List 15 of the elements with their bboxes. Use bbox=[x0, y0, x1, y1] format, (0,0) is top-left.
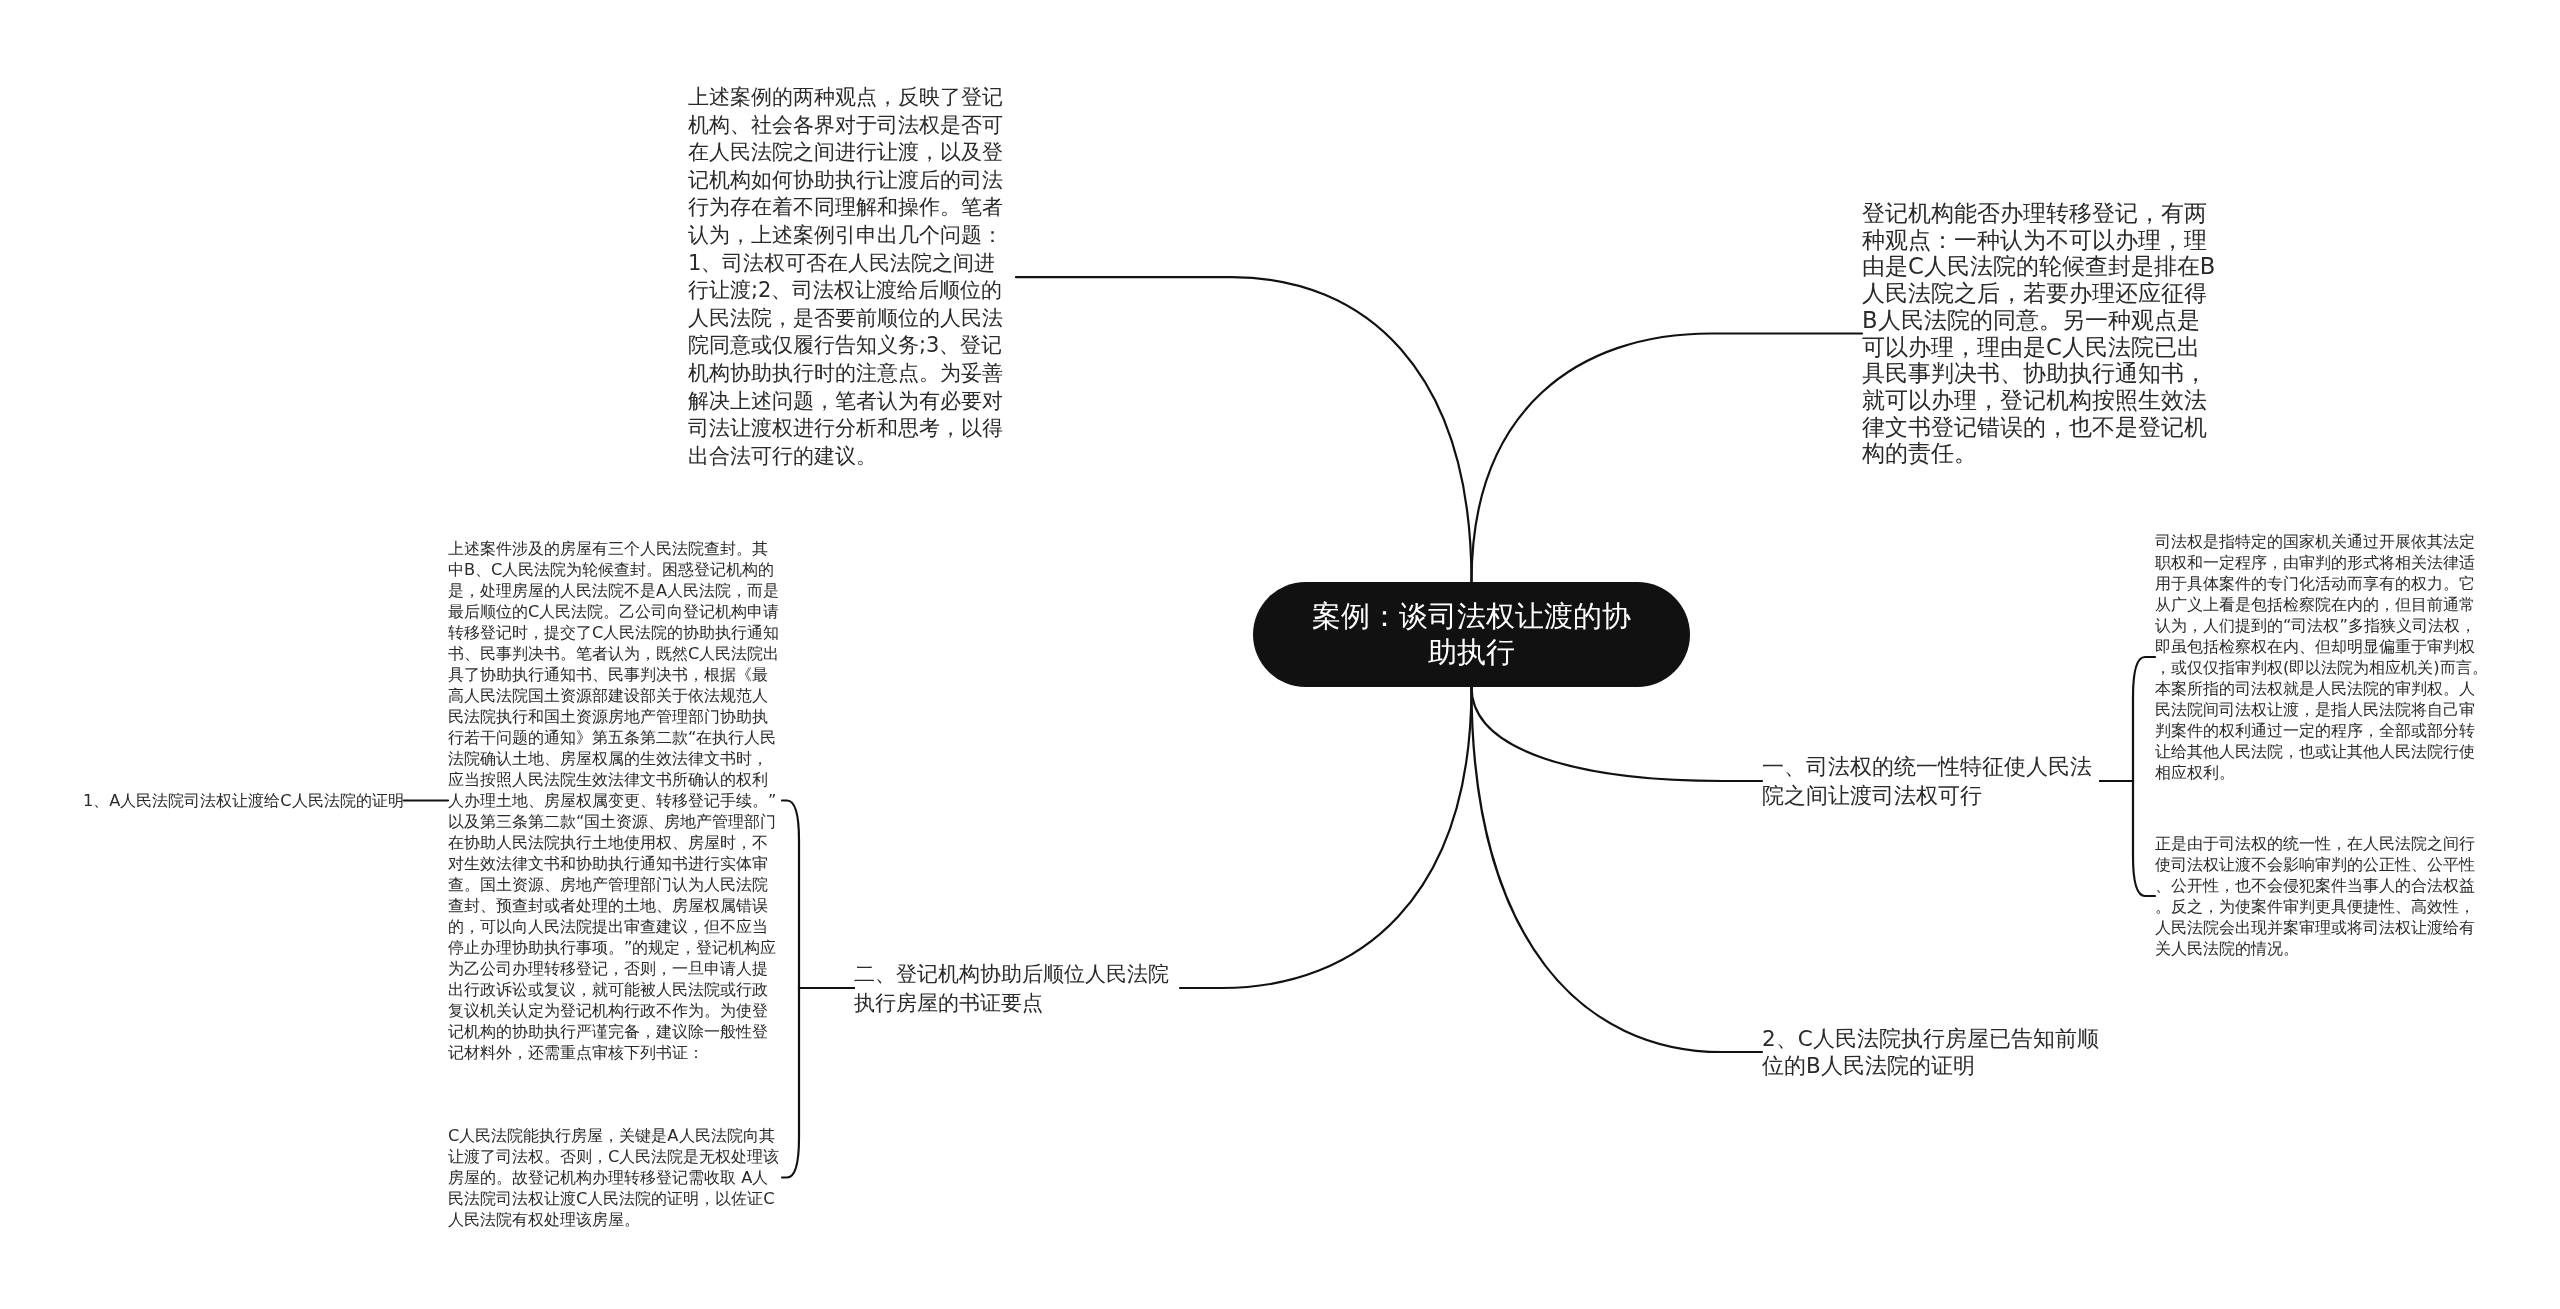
central-topic: 案例：谈司法权让渡的协助执行 bbox=[1253, 582, 1690, 687]
bracket-line bbox=[780, 986, 856, 1179]
topic-label: 一、司法权的统一性特征使人民法院之间让渡司法权可行 bbox=[1762, 752, 2100, 810]
topic-label: 2、C人民法院执行房屋已告知前顺位的B人民法院的证明 bbox=[1762, 1025, 2100, 1079]
connector-line bbox=[402, 799, 450, 802]
topic-label: 二、登记机构协助后顺位人民法院执行房屋的书证要点 bbox=[854, 959, 1180, 1017]
branch-curve bbox=[1470, 685, 1764, 1054]
paragraph: 登记机构能否办理转移登记，有两种观点：一种认为不可以办理，理由是C人民法院的轮候查封是排在B人民法院之后，若要办理还应征得B人民法院的同意。另一种观点是可以办理，理由是C人民法院已出具民事判决书、协助执行通知书，就可以办理，登记机构按照生效法律文书登记错误的，也不是登记机构的责任。 bbox=[1862, 200, 2218, 468]
paragraph: 上述案例的两种观点，反映了登记机构、社会各界对于司法权是否可在人民法院之间进行让渡，以及登记机构如何协助执行让渡后的司法行为存在着不同理解和操作。笔者认为，上述案例引申出几个问题：1、司法权可否在人民法院之间进行让渡;2、司法权让渡给后顺位的人民法院，是否要前顺位的人民法院同意或仅履行告知义务;3、登记机构协助执行时的注意点。为妥善解决上述问题，笔者认为有必要对司法让渡权进行分析和思考，以得出合法可行的建议。 bbox=[688, 84, 1016, 471]
branch-label: 1、A人民法院司法权让渡给C人民法院的证明 bbox=[83, 790, 404, 811]
paragraph: 正是由于司法权的统一性，在人民法院之间行使司法权让渡不会影响审判的公正性、公平性、公开性，也不会侵犯案件当事人的合法权益。反之，为使案件审判更具便捷性、高效性，人民法院会出现并案审理或将司法权让渡给有关人民法院的情况。 bbox=[2155, 833, 2489, 959]
paragraph: 司法权是指特定的国家机关通过开展依其法定职权和一定程序，由审判的形式将相关法律适用于具体案件的专门化活动而享有的权力。它从广义上看是包括检察院在内的，但目前通常认为，人们提到的“司法权”多指狭义司法权，即虽包括检察权在内、但却明显偏重于审判权，或仅仅指审判权(即以法院为相应机关)而言。本案所指的司法权就是人民法院的审判权。人民法院间司法权让渡，是指人民法院将自己审判案件的权利通过一定的程序，全部或部分转让给其他人民法院，也或让其他人民法院行使相应权利。 bbox=[2155, 531, 2489, 783]
paragraph: 上述案件涉及的房屋有三个人民法院查封。其中B、C人民法院为轮候查封。困惑登记机构的是，处理房屋的人民法院不是A人民法院，而是最后顺位的C人民法院。乙公司向登记机构申请转移登记时，提交了C人民法院的协助执行通知书、民事判决书。笔者认为，既然C人民法院出具了协助执行通知书、民事判决书，根据《最高人民法院国土资源部建设部关于依法规范人民法院执行和国土资源房地产管理部门协助执行若干问题的通知》第五条第二款“在执行人民法院确认土地、房屋权属的生效法律文书时，应当按照人民法院生效法律文书所确认的权利人办理土地、房屋权属变更、转移登记手续。”以及第三条第二款“国土资源、房地产管理部门在协助人民法院执行土地使用权、房屋时，不对生效法律文书和协助执行通知书进行实体审查。国土资源、房地产管理部门认为人民法院查封、预查封或者处理的土地、房屋权属错误的，可以向人民法院提出审查建议，但不应当停止办理协助执行事项。”的规定，登记机构应为乙公司办理转移登记，否则，一旦申请人提出行政诉讼或复议，就可能被人民法院或行政复议机关认定为登记机构行政不作为。为使登记机构的协助执行严谨完备，建议除一般性登记材料外，还需重点审核下列书证： bbox=[448, 538, 782, 1063]
branch-curve bbox=[1470, 332, 1864, 584]
paragraph: C人民法院能执行房屋，关键是A人民法院向其让渡了司法权。否则，C人民法院是无权处理该房屋的。故登记机构办理转移登记需收取 A人民法院司法权让渡C人民法院的证明，以佐证C人民法院有权处理该房屋。 bbox=[448, 1125, 782, 1230]
